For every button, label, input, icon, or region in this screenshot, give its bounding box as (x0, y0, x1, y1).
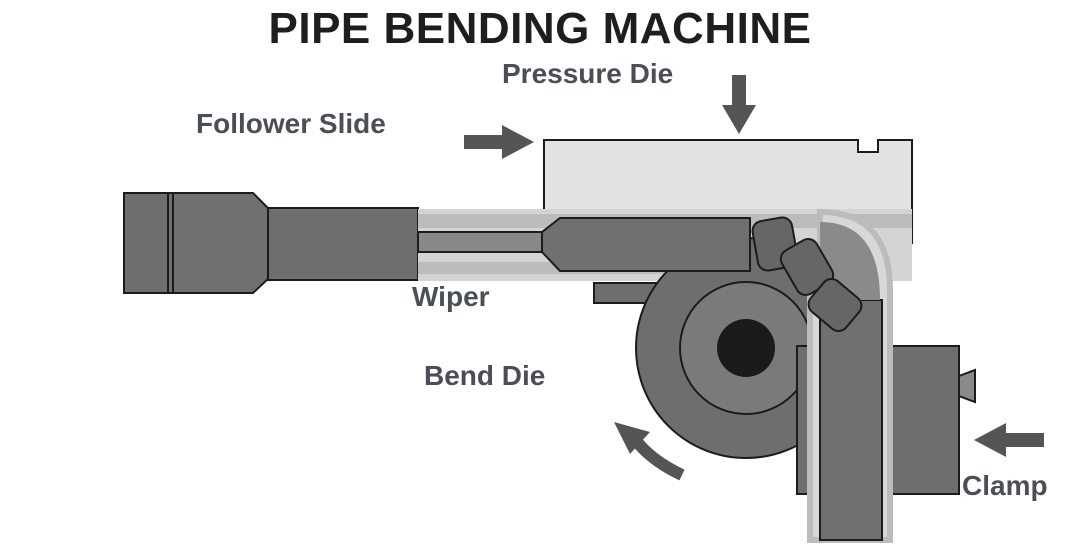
label-bend-die: Bend Die (424, 360, 546, 391)
arrow-down-icon (722, 75, 756, 134)
label-follower-slide: Follower Slide (196, 108, 386, 139)
mandrel-rod (123, 192, 419, 294)
label-clamp: Clamp (962, 470, 1048, 501)
arrow-left-icon (974, 423, 1044, 457)
mandrel-balls (751, 216, 863, 333)
label-pressure-die: Pressure Die (502, 58, 674, 89)
page-title: PIPE BENDING MACHINE (268, 4, 812, 53)
arrow-right-icon (464, 125, 534, 159)
curved-arrow-icon (614, 422, 685, 481)
label-wiper: Wiper (412, 281, 490, 312)
wiper-assembly (417, 217, 751, 272)
